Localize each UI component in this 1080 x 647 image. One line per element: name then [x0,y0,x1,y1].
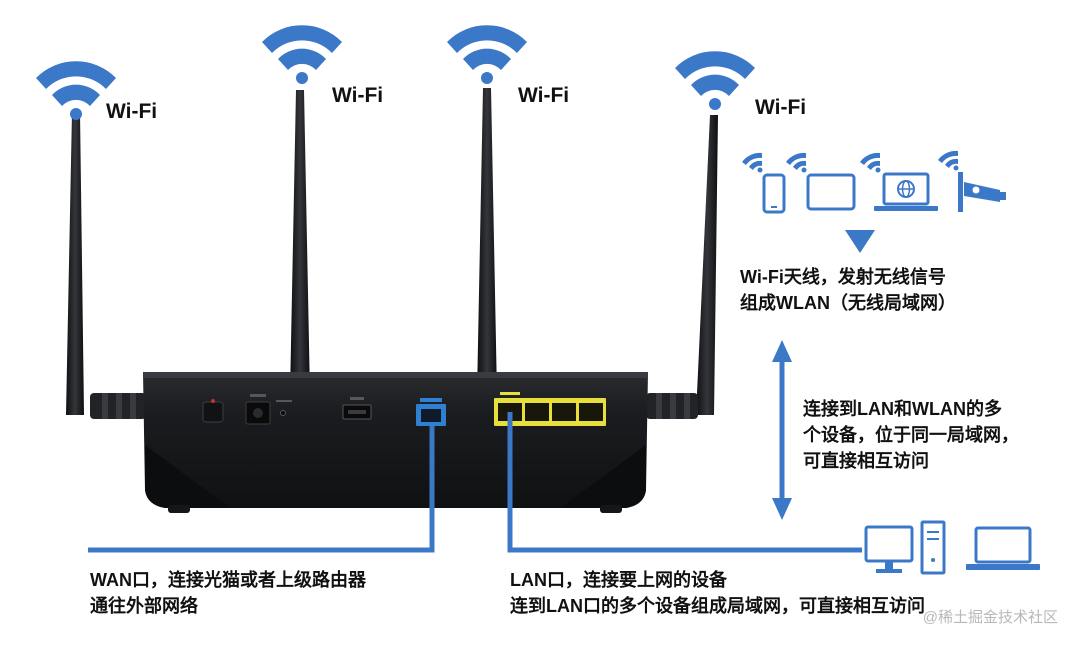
lan-note-line: 连到LAN口的多个设备组成局域网，可直接相互访问 [510,596,925,616]
network-note-line: 个设备，位于同一局域网， [803,425,1019,445]
watermark: @稀土掘金技术社区 [922,609,1058,626]
laptop-icon [966,526,1040,570]
antenna-label: Wi-Fi [106,100,158,123]
antenna-right-outer [646,115,718,419]
wlan-note-line: 组成WLAN（无线局域网） [740,293,956,313]
wan-note-line: WAN口，连接光猫或者上级路由器 [90,570,366,590]
lan-cable [507,412,862,553]
desktop-icon [864,525,914,573]
network-note-line: 可直接相互访问 [803,451,929,471]
lan-note: LAN口，连接要上网的设备 连到LAN口的多个设备组成局域网，可直接相互访问 [510,567,925,619]
wifi-icon [938,150,959,171]
antenna-label: Wi-Fi [518,84,570,107]
router-body [143,372,648,513]
wifi-icon [262,25,342,84]
wlan-note-line: Wi-Fi天线，发射无线信号 [740,267,946,287]
tower-icon [920,520,946,575]
wifi-icon [860,152,881,173]
camera-icon [958,172,1006,212]
wan-note: WAN口，连接光猫或者上级路由器 通往外部网络 [90,567,366,619]
network-note-line: 连接到LAN和WLAN的多 [803,399,1002,419]
wifi-icon [742,152,763,173]
antenna-right-inner [472,88,506,408]
wifi-icon [786,152,807,173]
wan-note-line: 通往外部网络 [90,596,198,616]
tablet-icon [806,173,856,211]
network-note: 连接到LAN和WLAN的多 个设备，位于同一局域网， 可直接相互访问 [803,396,1019,474]
wifi-icon [675,51,755,110]
antenna-label: Wi-Fi [755,96,807,119]
antenna-label: Wi-Fi [332,84,384,107]
laptop-icon [874,172,938,211]
wifi-icon [447,25,527,84]
down-arrow [845,230,875,253]
antenna-left-outer [66,112,146,419]
wan-cable [88,426,435,553]
wifi-icon [36,61,116,120]
phone-icon [762,173,786,214]
wlan-note: Wi-Fi天线，发射无线信号 组成WLAN（无线局域网） [740,264,956,316]
antenna-left-inner [285,90,319,408]
lan-note-line: LAN口，连接要上网的设备 [510,570,727,590]
bidirectional-arrow [772,340,792,520]
